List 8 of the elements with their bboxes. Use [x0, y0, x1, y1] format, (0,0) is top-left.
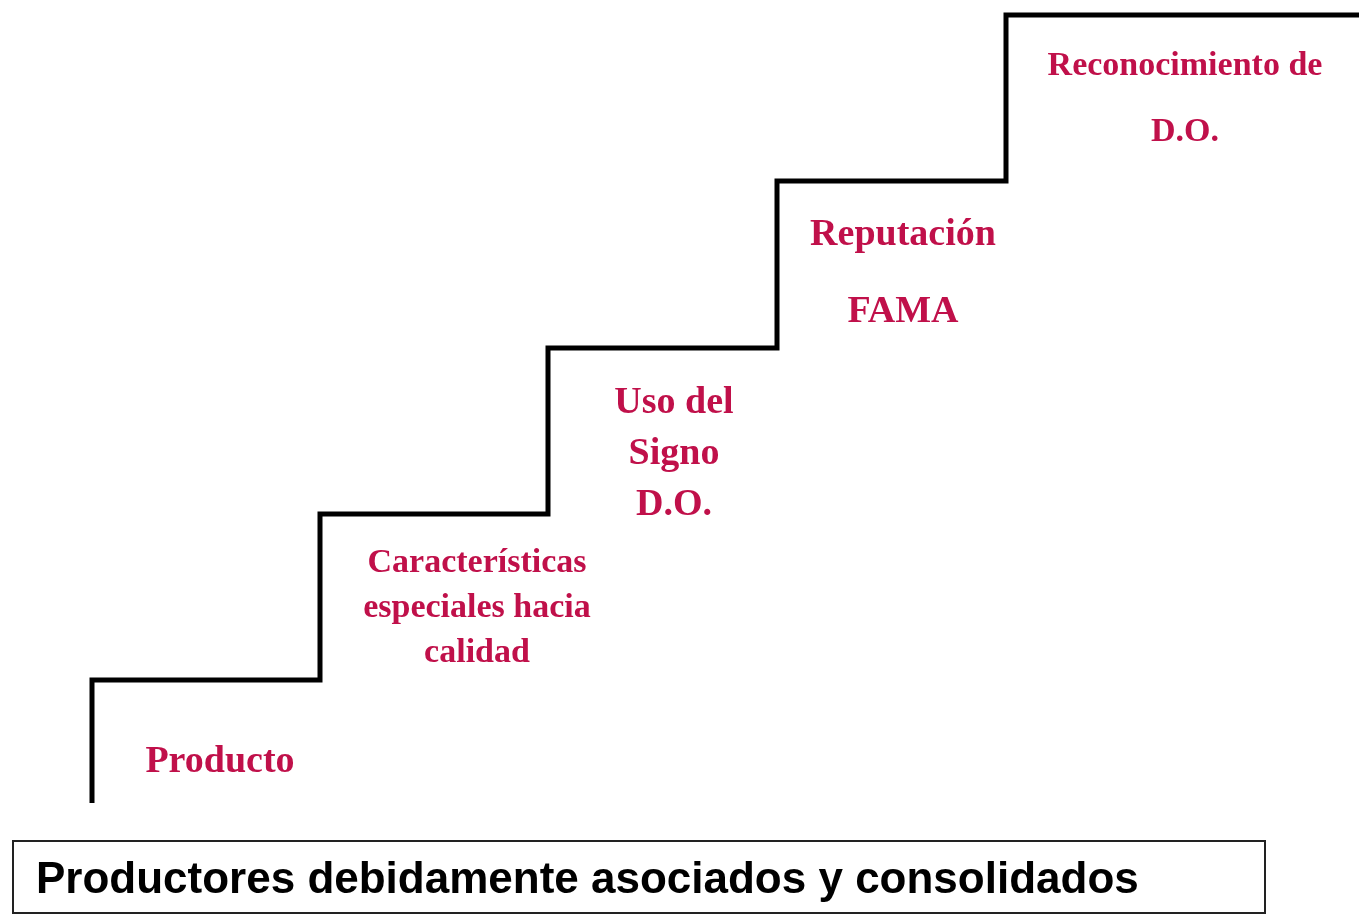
- step-label: Uso del Signo D.O.: [613, 378, 735, 525]
- step-label: Reputación: [809, 210, 997, 255]
- step-label: Reconocimiento de D.O.: [1046, 44, 1324, 150]
- banner-text: Productores debidamente asociados y consolidados: [36, 852, 1139, 904]
- step-label: FAMA: [846, 287, 960, 332]
- step-label: Características especiales hacia calidad: [362, 541, 592, 671]
- step-label: Producto: [144, 737, 296, 782]
- banner-box: [12, 840, 1266, 914]
